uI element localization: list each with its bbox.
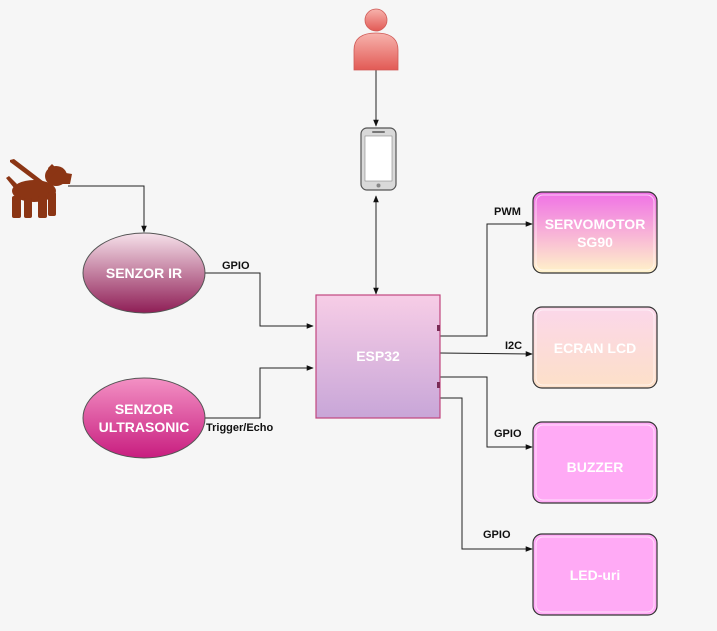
label-lcd-i2c: I2C xyxy=(505,340,522,352)
ecran-lcd-node: ECRAN LCD xyxy=(532,306,658,389)
servomotor-node: SERVOMOTOR SG90 xyxy=(532,191,658,274)
servomotor-label-line1: SERVOMOTOR xyxy=(545,216,646,232)
label-ir-gpio: GPIO xyxy=(222,260,250,272)
esp32-label: ESP32 xyxy=(356,348,400,364)
connector-esp32-to-led xyxy=(440,397,533,552)
senzor-ultrasonic-label-line2: ULTRASONIC xyxy=(99,419,190,435)
connector-ir-to-esp32 xyxy=(204,272,314,329)
led-uri-node: LED-uri xyxy=(532,533,658,616)
servomotor-label-line2: SG90 xyxy=(577,234,613,250)
connector-ultrasonic-to-esp32 xyxy=(204,365,314,419)
dog-walking-icon xyxy=(6,159,72,218)
senzor-ir-node: SENZOR IR xyxy=(82,232,206,314)
connector-esp32-to-buzzer xyxy=(440,376,533,450)
connector-esp32-to-lcd xyxy=(439,351,533,357)
buzzer-node: BUZZER xyxy=(532,421,658,504)
ecran-lcd-label: ECRAN LCD xyxy=(554,340,636,356)
connector-dog-to-ir xyxy=(68,185,147,233)
label-ultrasonic-trigger-echo: Trigger/Echo xyxy=(206,422,274,434)
label-buzzer-gpio: GPIO xyxy=(494,428,522,440)
smartphone-icon xyxy=(360,127,397,191)
senzor-ultrasonic-label-line1: SENZOR xyxy=(115,401,173,417)
senzor-ultrasonic-node: SENZOR ULTRASONIC xyxy=(82,377,206,459)
led-uri-label: LED-uri xyxy=(570,567,621,583)
senzor-ir-label: SENZOR IR xyxy=(106,265,182,281)
esp32-node: ESP32 xyxy=(315,294,441,419)
user-icon xyxy=(353,8,399,71)
buzzer-label: BUZZER xyxy=(567,459,624,475)
label-led-gpio: GPIO xyxy=(483,529,511,541)
connector-esp32-to-servo xyxy=(440,221,533,337)
label-servo-pwm: PWM xyxy=(494,206,521,218)
